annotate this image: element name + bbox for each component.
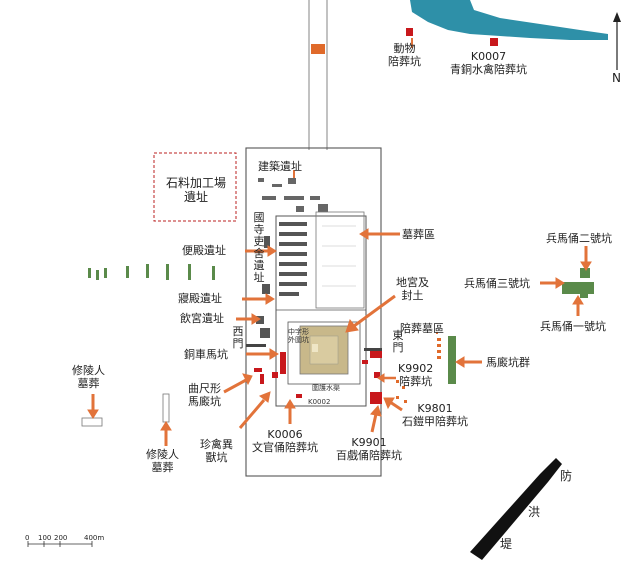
label-west-gate: 西門 xyxy=(232,325,244,350)
outer-wall xyxy=(245,147,382,477)
label-k0002: K0002 xyxy=(308,398,331,406)
label-k0006: K0006 文官俑陪葬坑 xyxy=(252,428,318,454)
north-arrow-icon xyxy=(613,12,621,70)
zoo-pit-marker xyxy=(406,28,413,36)
label-zoo-pit: 動物 陪葬坑 xyxy=(388,42,421,68)
label-k0007: K0007 青銅水禽陪葬坑 xyxy=(450,50,527,76)
arrow-terracotta-3 xyxy=(540,277,565,289)
scale-tick-0: 0 xyxy=(25,534,30,542)
label-hall-site: 寢殿遺址 xyxy=(178,292,222,305)
arrow-rare-animal xyxy=(238,391,271,429)
arrow-k9902 xyxy=(377,373,396,383)
building-site-blocks xyxy=(258,178,328,212)
label-bronze-chariot: 銅車馬坑 xyxy=(184,348,228,361)
arrow-terracotta-1 xyxy=(572,295,584,316)
arrow-qu-stable xyxy=(223,373,253,394)
label-sacrificial-area: 陪葬墓區 xyxy=(400,322,444,335)
label-terracotta-3: 兵馬俑三號坑 xyxy=(464,277,530,290)
sacrificial-area-marks xyxy=(437,338,441,359)
label-east-gate: 東門 xyxy=(392,329,404,354)
arrow-side-hall xyxy=(245,245,277,257)
arrow-palace xyxy=(236,313,261,325)
label-rare-animal: 珍禽異 獸坑 xyxy=(200,438,233,464)
arrow-stable-group xyxy=(455,356,482,368)
label-north: N xyxy=(612,71,621,85)
flood-levee xyxy=(470,458,562,560)
scale-tick-400m: 400m xyxy=(84,534,105,542)
stable-group-bar xyxy=(448,336,456,384)
label-palace-site: 飲宮遺址 xyxy=(180,312,224,325)
arrow-underground xyxy=(345,294,396,333)
label-inner-water: 圍護水渠 xyxy=(312,384,340,392)
inner-wall xyxy=(275,215,367,407)
arrow-k9901 xyxy=(370,404,382,433)
label-terracotta-1: 兵馬俑一號坑 xyxy=(540,320,606,333)
label-qu-stable: 曲尺形 馬廄坑 xyxy=(188,382,221,408)
scale-tick-100: 100 xyxy=(38,534,52,542)
arrow-xiuling-bottom xyxy=(160,421,172,446)
label-guosi-site: 國寺吏舍遺址 xyxy=(253,211,265,284)
river xyxy=(410,0,608,40)
label-k9801: K9801 石鎧甲陪葬坑 xyxy=(402,402,468,428)
approach-road xyxy=(308,0,328,150)
label-xiuling-left: 修陵人 墓葬 xyxy=(72,364,105,390)
arrow-burial-area xyxy=(359,228,400,240)
k0007-marker xyxy=(490,38,498,46)
burial-area-box xyxy=(315,211,365,309)
arrow-hall xyxy=(242,293,275,305)
guosi-site-blocks xyxy=(256,222,307,338)
label-side-hall: 便殿遺址 xyxy=(182,244,226,257)
western-tomb-markers xyxy=(88,264,215,280)
terracotta-pits xyxy=(562,268,594,298)
cross-tomb-outline xyxy=(287,321,361,385)
label-cross-tomb: 中字形 外圍坑 xyxy=(288,328,309,344)
label-stable-group: 馬廄坑群 xyxy=(486,356,530,369)
label-levee-2: 洪 xyxy=(528,505,541,519)
label-levee-3: 堤 xyxy=(500,537,513,551)
label-k9902: K9902 陪葬坑 xyxy=(398,362,434,388)
label-burial-area: 墓葬區 xyxy=(402,228,435,241)
label-underground-palace: 地宮及 封土 xyxy=(396,276,429,302)
red-pits xyxy=(254,350,382,404)
arrow-xiuling-left xyxy=(87,394,99,419)
label-building-site: 建築遺址 xyxy=(258,160,302,173)
scale-bar xyxy=(27,541,93,547)
arrow-terracotta-2 xyxy=(580,246,592,271)
label-levee-1: 防 xyxy=(560,469,573,483)
arrow-k0006 xyxy=(284,399,296,424)
arrow-k9801 xyxy=(383,397,403,412)
arrow-bronze-chariot xyxy=(246,348,279,360)
label-stone-workshop: 石料加工場 遺址 xyxy=(166,176,227,204)
label-xiuling-bottom: 修陵人 墓葬 xyxy=(146,448,179,474)
pointer-arrows xyxy=(87,38,592,446)
scale-tick-200: 200 xyxy=(54,534,68,542)
label-k9901: K9901 百戲俑陪葬坑 xyxy=(336,436,402,462)
label-terracotta-2: 兵馬俑二號坑 xyxy=(546,232,612,245)
stone-workshop-area xyxy=(153,152,237,222)
